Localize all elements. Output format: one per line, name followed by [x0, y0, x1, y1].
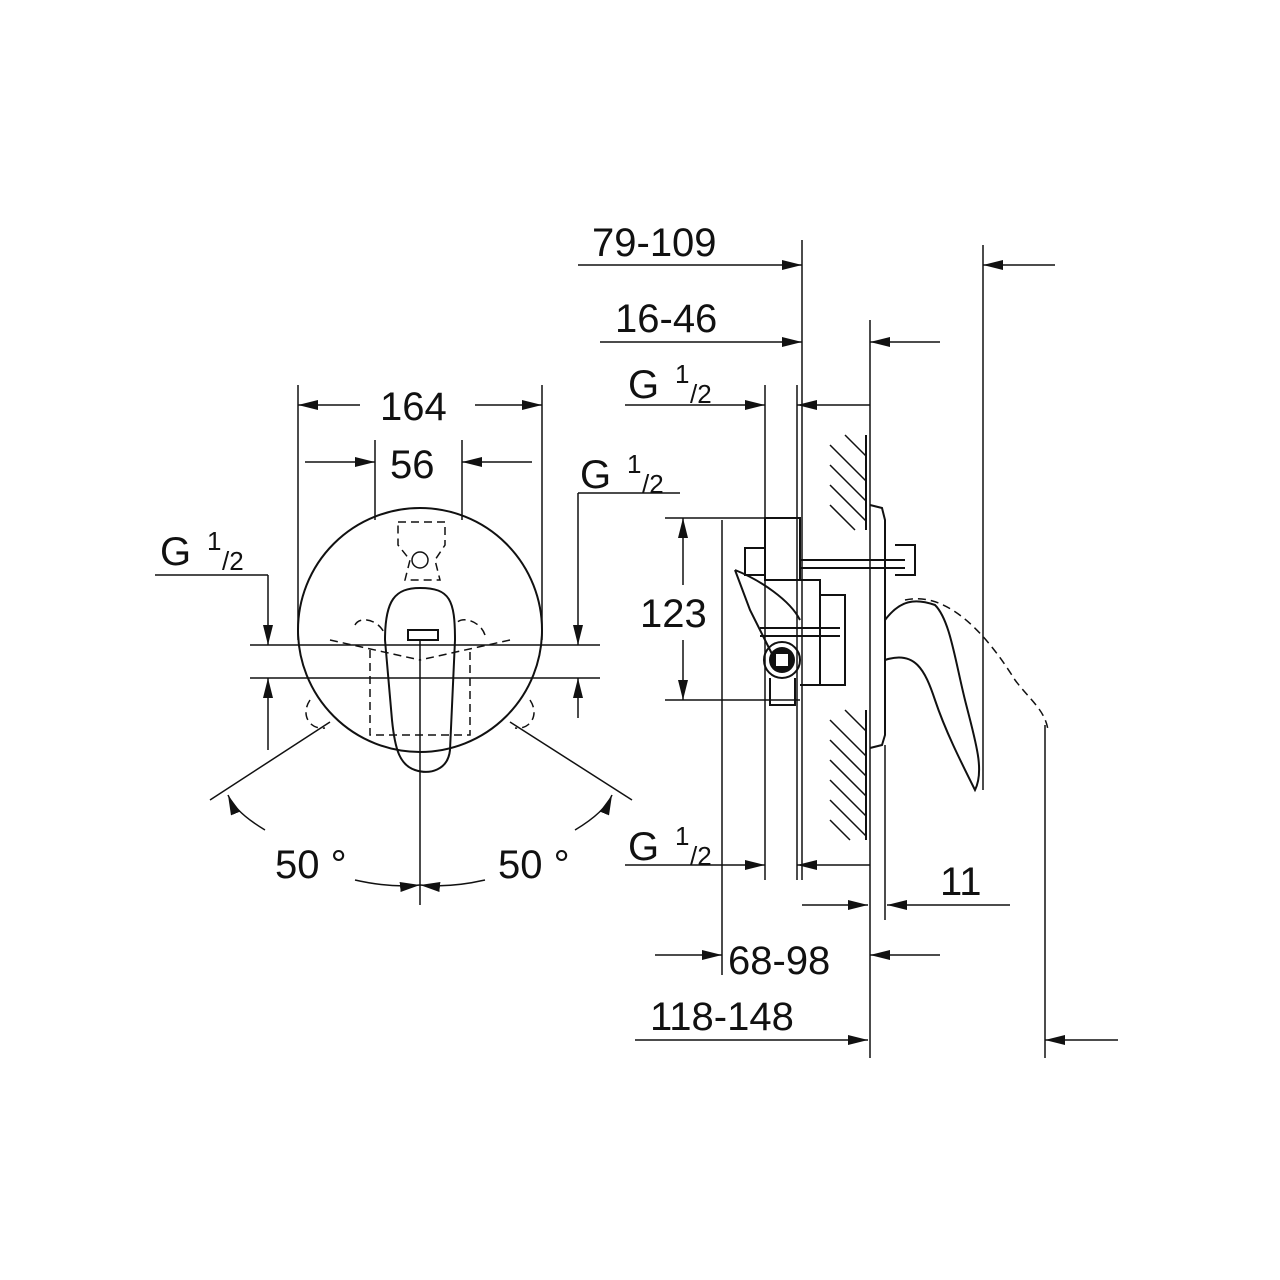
lever-handle-side [884, 600, 981, 793]
angle-left-50: 50 ° [275, 843, 347, 887]
cartridge-screw [411, 551, 429, 569]
cartridge-outline [397, 521, 446, 581]
valve-body [800, 579, 821, 686]
escutcheon-plate-side [869, 504, 886, 749]
front-view: 164 56 G 1 /2 G 1 /2 [155, 385, 680, 905]
thread-label-right: G 1 /2 [580, 449, 664, 499]
svg-text:1: 1 [627, 449, 641, 479]
dimension-11: 11 [940, 860, 982, 904]
svg-text:G: G [580, 453, 611, 497]
svg-text:1: 1 [675, 359, 689, 389]
lever-handle [383, 586, 457, 773]
svg-text:1: 1 [207, 526, 221, 556]
svg-text:1: 1 [675, 821, 689, 851]
wall-section [829, 434, 867, 841]
svg-text:/2: /2 [690, 841, 712, 871]
thread-label-left: G 1 /2 [160, 526, 244, 576]
handle-logo [407, 629, 439, 641]
svg-text:G: G [628, 363, 659, 407]
handle-swing-outline [305, 699, 535, 729]
dimension-164: 164 [380, 385, 447, 429]
dimension-79-109: 79-109 [592, 221, 717, 265]
side-view: 79-109 16-46 G 1 /2 123 G 1 /2 11 [578, 221, 1118, 1058]
handle-rotation-outline [354, 619, 486, 636]
svg-text:/2: /2 [642, 469, 664, 499]
dimension-123: 123 [640, 592, 707, 636]
svg-text:/2: /2 [222, 546, 244, 576]
angle-right-50: 50 ° [498, 843, 570, 887]
dimension-68-98: 68-98 [728, 939, 830, 983]
dimension-118-148: 118-148 [650, 995, 794, 1039]
valve-cap [763, 641, 801, 679]
valve-body-top [764, 517, 801, 581]
dimension-56: 56 [390, 443, 435, 487]
dimension-16-46: 16-46 [615, 297, 717, 341]
svg-text:/2: /2 [690, 379, 712, 409]
svg-text:G: G [160, 530, 191, 574]
thread-label-top: G 1 /2 [628, 359, 712, 409]
handle-swing-outline-side [904, 597, 1049, 731]
svg-text:G: G [628, 825, 659, 869]
thread-label-bottom: G 1 /2 [628, 821, 712, 871]
